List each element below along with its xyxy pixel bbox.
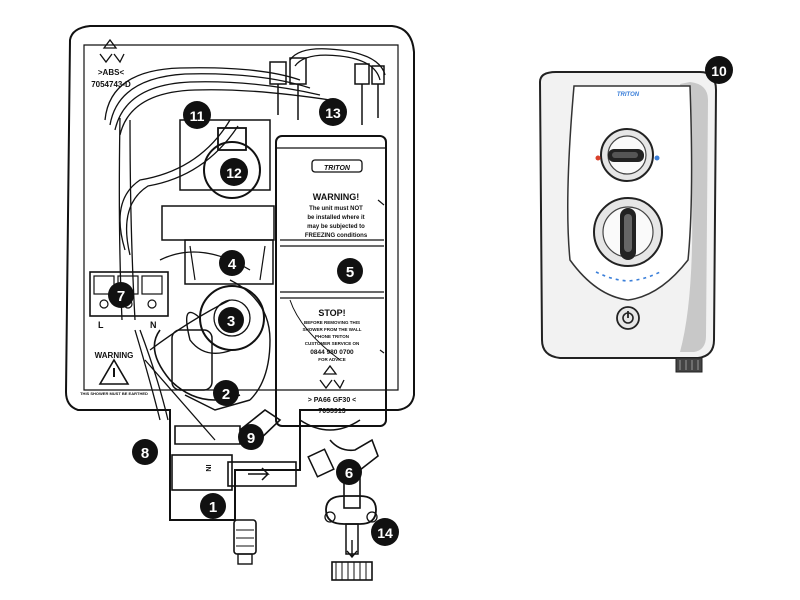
warning-tank-line2: be installed where it xyxy=(307,215,364,221)
stop-line4: CUSTOMER SERVICE ON xyxy=(305,341,360,346)
svg-text:10: 10 xyxy=(711,63,727,79)
callout-11: 11 xyxy=(183,101,211,129)
warning-tank-title: WARNING! xyxy=(313,192,360,202)
callout-8: 8 xyxy=(132,439,158,465)
callout-12: 12 xyxy=(220,158,248,186)
callout-2: 2 xyxy=(213,380,239,406)
stop-line5: FOR ADVICE xyxy=(318,357,346,362)
terminal-n-label: N xyxy=(150,320,157,330)
svg-text:12: 12 xyxy=(226,165,242,181)
svg-text:4: 4 xyxy=(228,256,237,273)
warning-left-small: THIS SHOWER MUST BE EARTHED xyxy=(80,391,148,396)
flow-valve-assembly xyxy=(153,205,275,411)
cover-base-tab xyxy=(675,357,703,373)
pressure-relief-housing xyxy=(203,141,261,199)
recycle-code-bottom: > PA66 GF30 < xyxy=(308,397,357,404)
inlet-mark: IN xyxy=(204,465,211,472)
callout-10: 10 xyxy=(705,56,733,84)
part-number-top: 7054743-D xyxy=(91,80,131,89)
warning-left-label: WARNING xyxy=(95,351,134,360)
hot-indicator xyxy=(595,155,601,161)
tank-brand-label: TRITON xyxy=(324,165,351,172)
part-number-bottom: 7055913 xyxy=(318,408,345,415)
outlet-assembly xyxy=(307,438,379,581)
callout-4: 4 xyxy=(219,250,245,276)
cover-shade xyxy=(680,82,708,352)
pressure-relief-top xyxy=(217,127,247,151)
callout-3: 3 xyxy=(218,307,244,333)
svg-text:8: 8 xyxy=(141,445,149,462)
recycle-code-top: >ABS< xyxy=(98,68,125,77)
recycle-symbol-top xyxy=(99,38,125,64)
callout-1: 1 xyxy=(200,493,226,519)
svg-text:6: 6 xyxy=(345,465,353,482)
stop-line2: SHOWER FROM THE WALL xyxy=(303,327,362,332)
heater-tank xyxy=(275,135,387,431)
inlet-assembly xyxy=(171,454,297,565)
shower-front-cover xyxy=(538,71,718,373)
stop-title: STOP! xyxy=(318,308,345,318)
bracket-plate xyxy=(179,119,271,191)
backplate-outline xyxy=(64,25,415,521)
backplate-inner xyxy=(83,44,399,391)
terminal-block xyxy=(89,271,169,317)
terminal-l-label: L xyxy=(98,320,104,330)
lower-bracket xyxy=(174,409,282,446)
shower-brand-label: TRITON xyxy=(617,92,640,98)
svg-text:11: 11 xyxy=(190,108,205,124)
flow-scale-marks xyxy=(595,271,661,282)
power-button-icon xyxy=(616,306,640,330)
warning-triangle xyxy=(98,358,130,385)
svg-text:9: 9 xyxy=(247,430,255,447)
warning-tank-line1: The unit must NOT xyxy=(309,206,363,212)
temperature-knob xyxy=(595,128,660,182)
svg-text:3: 3 xyxy=(227,313,235,330)
tank-brand-badge xyxy=(311,159,363,173)
svg-text:2: 2 xyxy=(222,386,230,403)
top-connectors xyxy=(269,57,385,125)
callout-7: 7 xyxy=(108,282,134,308)
callout-5: 5 xyxy=(337,258,363,284)
recycle-symbol-bottom xyxy=(319,364,345,390)
callout-6: 6 xyxy=(336,459,362,485)
svg-text:7: 7 xyxy=(117,288,125,305)
svg-text:13: 13 xyxy=(325,105,341,121)
svg-text:1: 1 xyxy=(209,499,217,516)
cover-inner-panel xyxy=(567,85,693,301)
flow-knob xyxy=(593,197,663,282)
stop-phone: 0844 980 0700 xyxy=(310,349,354,356)
svg-text:14: 14 xyxy=(377,525,393,541)
stop-line1: BEFORE REMOVING THIS xyxy=(304,320,360,325)
warning-tank-line4: FREEZING conditions xyxy=(305,233,368,239)
warning-tank-line3: may be subjected to xyxy=(307,224,365,230)
svg-text:5: 5 xyxy=(346,264,354,281)
callout-13: 13 xyxy=(319,98,347,126)
stop-line3: PHONE TRITON xyxy=(315,334,349,339)
cold-indicator xyxy=(654,155,660,161)
callout-9: 9 xyxy=(238,424,264,450)
callout-14: 14 xyxy=(371,518,399,546)
